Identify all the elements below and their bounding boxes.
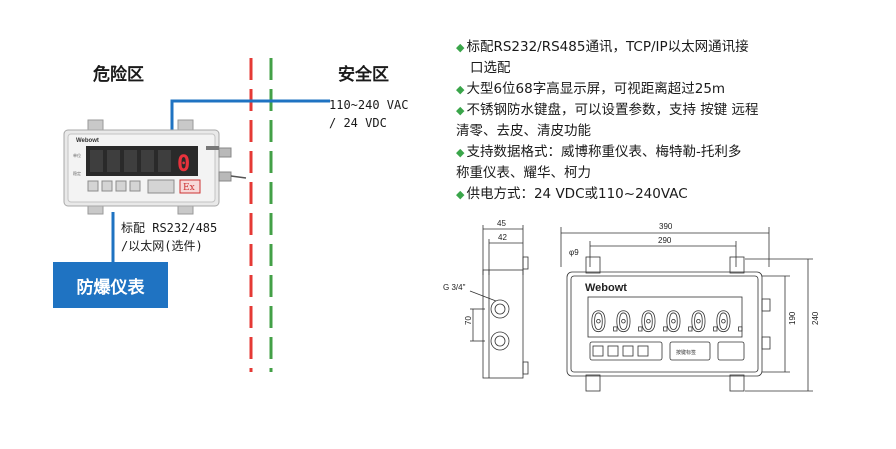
dim-hole: φ9 <box>569 248 579 257</box>
drawing-digit-2: 0. <box>615 305 649 338</box>
feature-item-keypad: ◆不锈钢防水键盘，可以设置参数，支持 按键 远程 清零、去皮、清皮功能 <box>456 102 759 139</box>
drawing-digit-1: 0. <box>590 305 624 338</box>
drawing-digit-5: 0. <box>690 305 724 338</box>
dim-thread: G 3/4" <box>443 283 466 292</box>
explosion-proof-instrument-box: 防爆仪表 <box>53 262 168 308</box>
dim-side-outer: 45 <box>497 219 506 228</box>
feature-list: ◆标配RS232/RS485通讯，TCP/IP以太网通讯接 口选配 ◆大型6位6… <box>456 37 886 205</box>
drawing-digit-4: 0. <box>665 305 699 338</box>
svg-text:稳定: 稳定 <box>73 170 81 176</box>
dim-side-inner: 42 <box>498 233 507 242</box>
feature-item-display: ◆大型6位68字高显示屏，可视距离超过25m <box>456 81 726 97</box>
diamond-bullet-icon: ◆ <box>456 41 465 54</box>
diamond-bullet-icon: ◆ <box>456 83 465 96</box>
drawing-digit-6: 0. <box>715 305 749 338</box>
device-ex-mark: Ex <box>183 183 195 193</box>
dim-height-inner: 190 <box>788 311 797 325</box>
drawing-digit-3: 0. <box>640 305 674 338</box>
feature-item-power: ◆供电方式：24 VDC或110~240VAC <box>456 186 688 202</box>
drawing-key-text: 按键标签 <box>676 349 696 356</box>
power-label-line1: 110~240 VAC <box>329 98 409 112</box>
dim-side-height: 70 <box>464 316 473 325</box>
device-display-digit: 0 <box>177 152 190 177</box>
svg-text:单位: 单位 <box>73 152 81 158</box>
power-cable <box>170 99 330 136</box>
weighing-display-device: 0 Ex Webowt 单位 稳定 <box>63 119 247 215</box>
zone-title-safe: 安全区 <box>338 65 389 85</box>
zone-title-danger: 危险区 <box>93 65 144 85</box>
feature-item-comm: ◆标配RS232/RS485通讯，TCP/IP以太网通讯接 口选配 <box>456 39 749 76</box>
power-label: 110~240 VAC / 24 VDC <box>329 96 408 132</box>
feature-item-format: ◆支持数据格式：威博称重仪表、梅特勒-托利多 称重仪表、耀华、柯力 <box>456 144 742 181</box>
dimension-drawing: 45 42 G 3/4" 70 390 290 φ9 190 240 Webow… <box>443 219 820 392</box>
schematic-graphics: 0 Ex Webowt 单位 稳定 <box>63 58 330 372</box>
dim-front-inner-width: 290 <box>658 236 672 245</box>
comm-label-line2: /以太网(选件) <box>121 239 203 253</box>
dim-front-width: 390 <box>659 222 673 231</box>
device-brand: Webowt <box>76 138 99 144</box>
diamond-bullet-icon: ◆ <box>456 104 465 117</box>
drawing-brand: Webowt <box>585 282 627 294</box>
comm-label-line1: 标配 RS232/485 <box>121 221 218 235</box>
diamond-bullet-icon: ◆ <box>456 146 465 159</box>
diamond-bullet-icon: ◆ <box>456 188 465 201</box>
power-label-line2: / 24 VDC <box>329 116 387 130</box>
dim-height-outer: 240 <box>811 311 820 325</box>
comm-label: 标配 RS232/485 /以太网(选件) <box>121 219 217 255</box>
